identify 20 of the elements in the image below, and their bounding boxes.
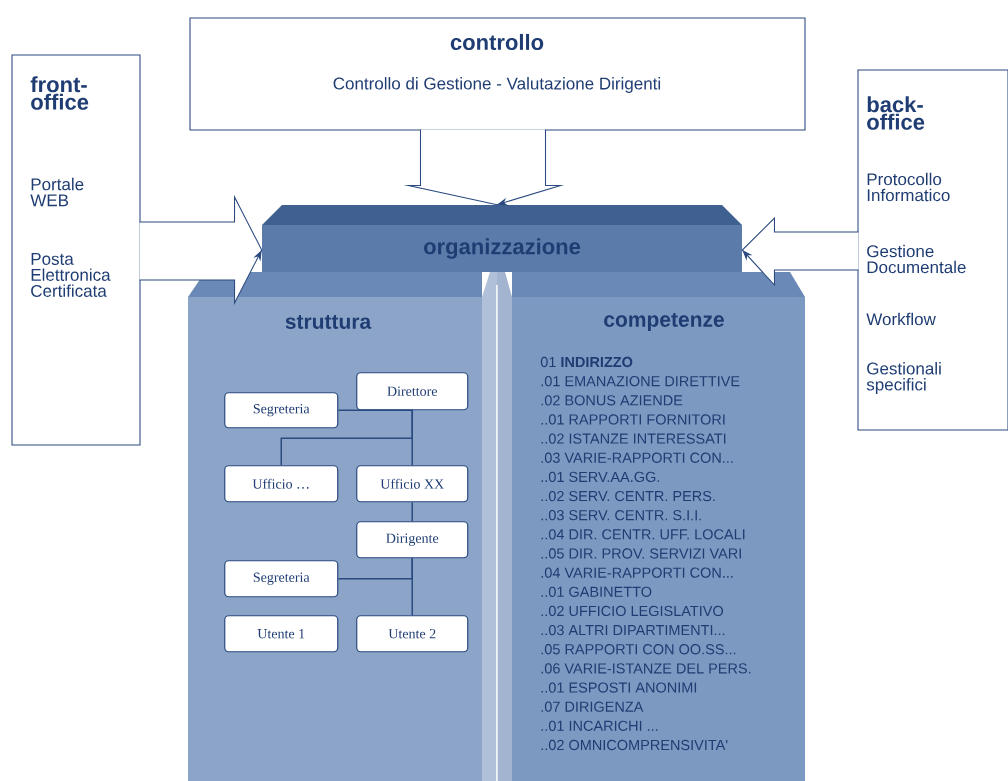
- org-box: Utente 1: [224, 615, 339, 653]
- connector-line: [411, 501, 413, 522]
- org-box: Direttore: [356, 372, 469, 411]
- block-arrow: [139, 194, 263, 306]
- connector-line: [411, 409, 413, 466]
- block: competenze 01 INDIRIZZO .01 EMANAZIONE DIRETTIVE .02 BONUS AZIENDE ..01 RAPPORTI FORNITORI ..02 ISTANZE INTERESSATI .03 VARIE-RAPPORTI CON... ..01 SERV.AA.GG. ..02 SERV. CENTR. PERS. ..03 SERV. CENTR. S.I.I. ..04 DIR. CENTR. UFF. LOCALI ..05 DIR. PROV. SERVIZI VARI .04 VARIE-RAPPORTI CON... ..01 GABINETTO ..02 UFFICIO LEGISLATIVO ..03 ALTRI DIPARTIMENTI... .05 RAPPORTI CON OO.SS... .06 VARIE-ISTANZE DEL PERS. ..01 ESPOSTI ANONIMI .07 DIRIGENZA ..01 INCARICHI ... ..02 OMNICOMPRENSIVITA': [512, 272, 805, 781]
- org-box: Ufficio …: [224, 465, 339, 503]
- org-box: Segreteria: [224, 560, 339, 598]
- callout-box: controllo Controllo di Gestione - Valutazione Dirigenti: [189, 17, 806, 131]
- org-box: Ufficio XX: [356, 465, 469, 503]
- org-box: Utente 2: [356, 615, 469, 653]
- org-box: Dirigente: [356, 521, 469, 559]
- connector-line: [337, 409, 413, 412]
- block-arrow: [403, 129, 565, 206]
- org-box: Segreteria: [224, 392, 339, 429]
- connector-line: [411, 557, 413, 616]
- callout-box: front-office Portale WEB Posta Elettronica Certificata: [11, 54, 141, 446]
- block: organizzazione: [262, 205, 742, 272]
- callout-box: back-office Protocollo Informatico Gestione Documentale Workflow Gestionali specifici: [857, 69, 1008, 431]
- block-arrow: [741, 216, 859, 287]
